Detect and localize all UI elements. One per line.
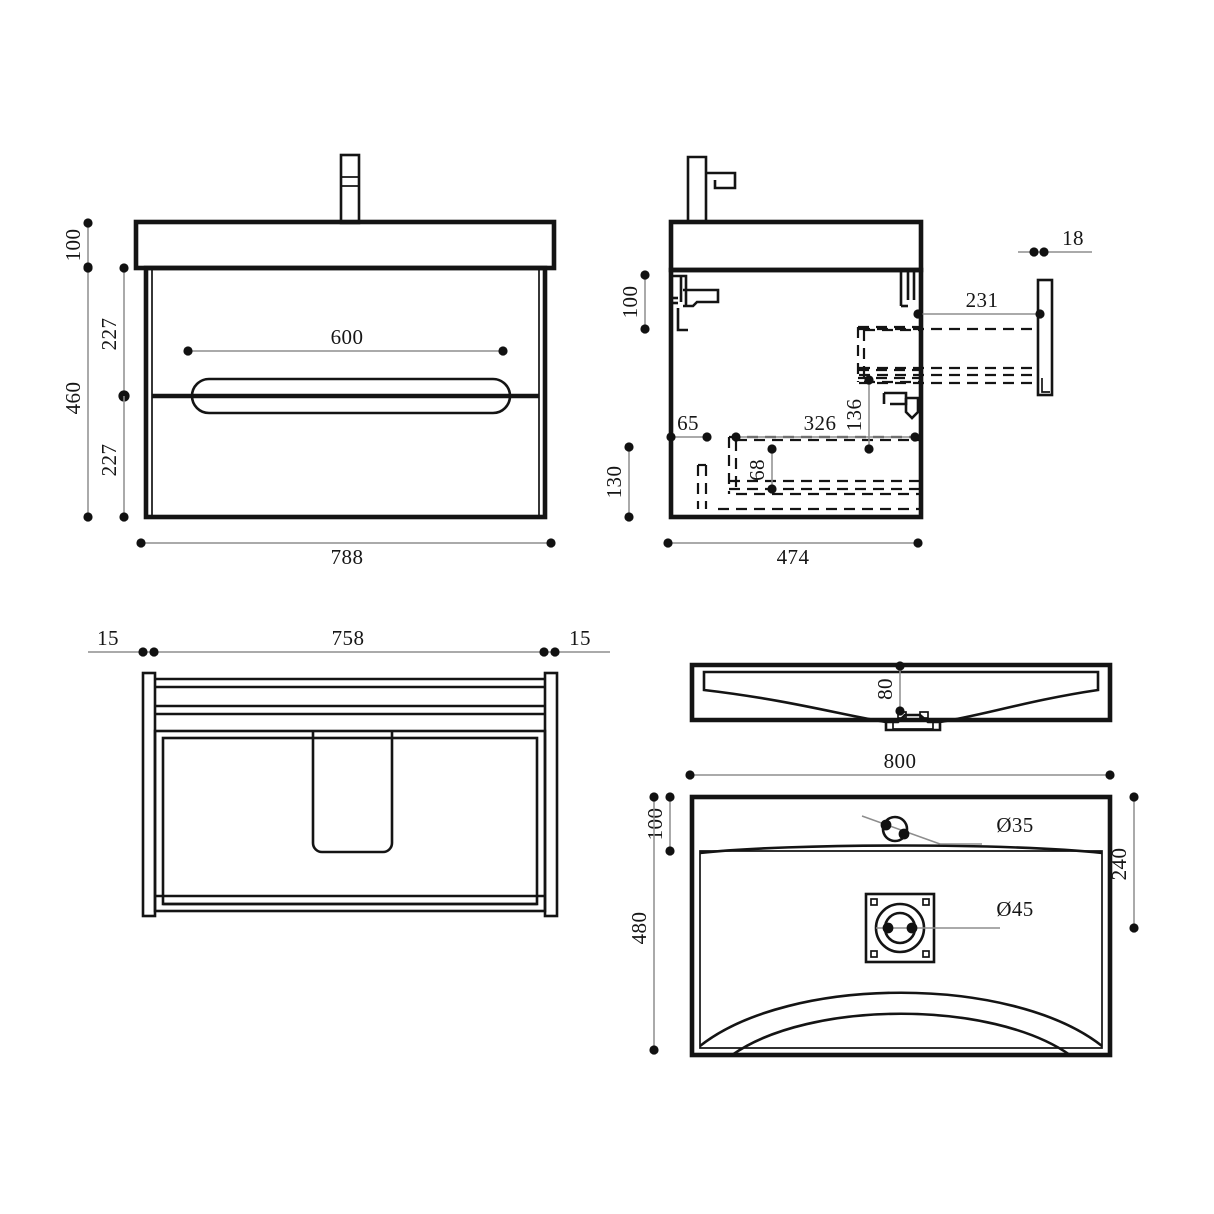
dimension-label: 800 bbox=[884, 749, 917, 773]
bracket-rail bbox=[859, 327, 1038, 385]
dimension-back-ledge: 100 bbox=[643, 792, 675, 856]
dimension-label: 80 bbox=[873, 678, 897, 700]
dimension-label: 100 bbox=[643, 808, 667, 841]
internal-bracket-upper-left bbox=[673, 274, 720, 332]
dimension-label: 227 bbox=[97, 318, 121, 351]
dimension-label: 100 bbox=[618, 286, 642, 319]
dimension-label: 474 bbox=[777, 545, 810, 569]
internal-bracket-mid bbox=[882, 391, 920, 420]
dimension-label: 758 bbox=[332, 626, 365, 650]
dimension-left-gap: 15 bbox=[88, 626, 160, 657]
view-cabinet-plan: 15 758 15 bbox=[88, 626, 610, 918]
dimension-label: 100 bbox=[61, 229, 85, 262]
dimension-handle-width: 600 bbox=[183, 325, 508, 356]
dimension-label: 65 bbox=[677, 411, 699, 435]
dimension-label: 68 bbox=[745, 459, 769, 481]
dimension-bracket-projection: 231 bbox=[913, 288, 1045, 319]
dimension-side-top-inset: 100 bbox=[618, 270, 650, 334]
dimension-label: 231 bbox=[966, 288, 999, 312]
dimension-label: 227 bbox=[97, 444, 121, 477]
dimension-drawer-depth: 326 bbox=[731, 411, 920, 442]
dimension-overall-width: 788 bbox=[136, 538, 556, 569]
dimension-label: 130 bbox=[602, 466, 626, 499]
tap-hole: Ø35 bbox=[861, 813, 1033, 845]
dimension-label: 15 bbox=[97, 626, 119, 650]
cabinet-body-front bbox=[143, 265, 548, 520]
waste-outlet: Ø45 bbox=[864, 892, 1033, 964]
dimension-label: 136 bbox=[842, 399, 866, 432]
dimension-basin-width: 800 bbox=[685, 749, 1115, 780]
faucet-side bbox=[686, 155, 737, 222]
dimension-label: 480 bbox=[627, 912, 651, 945]
dimension-side-bottom-inset: 130 bbox=[602, 442, 634, 522]
dimension-right-gap: 15 bbox=[538, 626, 610, 657]
dimension-panel-thickness: 18 bbox=[1018, 226, 1092, 257]
dimension-lower-drawer: 227 bbox=[97, 396, 129, 522]
dimension-left-offset: 65 bbox=[666, 411, 712, 442]
dimension-label: 18 bbox=[1062, 226, 1084, 250]
basin-outline bbox=[689, 794, 1113, 1058]
dimension-label: 600 bbox=[331, 325, 364, 349]
dimension-cabinet-height: 460 bbox=[61, 263, 93, 522]
view-side-section: 100 130 65 326 136 bbox=[602, 155, 1092, 569]
dimension-bowl-depth: 240 bbox=[1107, 792, 1139, 933]
dimension-label: 326 bbox=[804, 411, 837, 435]
centre-cutout bbox=[311, 731, 394, 854]
basin-bowl-outline bbox=[699, 844, 1103, 1057]
dimension-inner-width: 758 bbox=[160, 626, 538, 653]
dimension-countertop-height: 100 bbox=[61, 218, 93, 272]
dimension-basin-height: 80 bbox=[873, 661, 905, 716]
dimension-label: 240 bbox=[1107, 848, 1131, 881]
dimension-label: Ø35 bbox=[996, 813, 1033, 837]
dimension-overall-depth: 474 bbox=[663, 538, 923, 569]
dimension-label: 788 bbox=[331, 545, 364, 569]
back-rails bbox=[155, 677, 545, 716]
dimension-lower-runner-drop: 68 bbox=[745, 444, 777, 494]
dimension-label: Ø45 bbox=[996, 897, 1033, 921]
dimension-label: 460 bbox=[61, 382, 85, 415]
internal-bracket-upper-right bbox=[899, 272, 916, 308]
dimension-runner-drop: 136 bbox=[842, 375, 874, 454]
wall-bracket bbox=[1036, 278, 1054, 397]
carcass-inner-box bbox=[153, 729, 547, 913]
drawer-handle bbox=[190, 377, 512, 415]
view-basin-front: 80 bbox=[689, 661, 1113, 732]
view-front-elevation: 100 460 227 227 600 bbox=[61, 153, 557, 569]
cabinet-carcass-side bbox=[668, 267, 924, 520]
dimension-label: 15 bbox=[569, 626, 591, 650]
view-basin-plan: 800 Ø35 bbox=[627, 749, 1139, 1058]
dimension-basin-depth: 480 bbox=[627, 792, 659, 1055]
